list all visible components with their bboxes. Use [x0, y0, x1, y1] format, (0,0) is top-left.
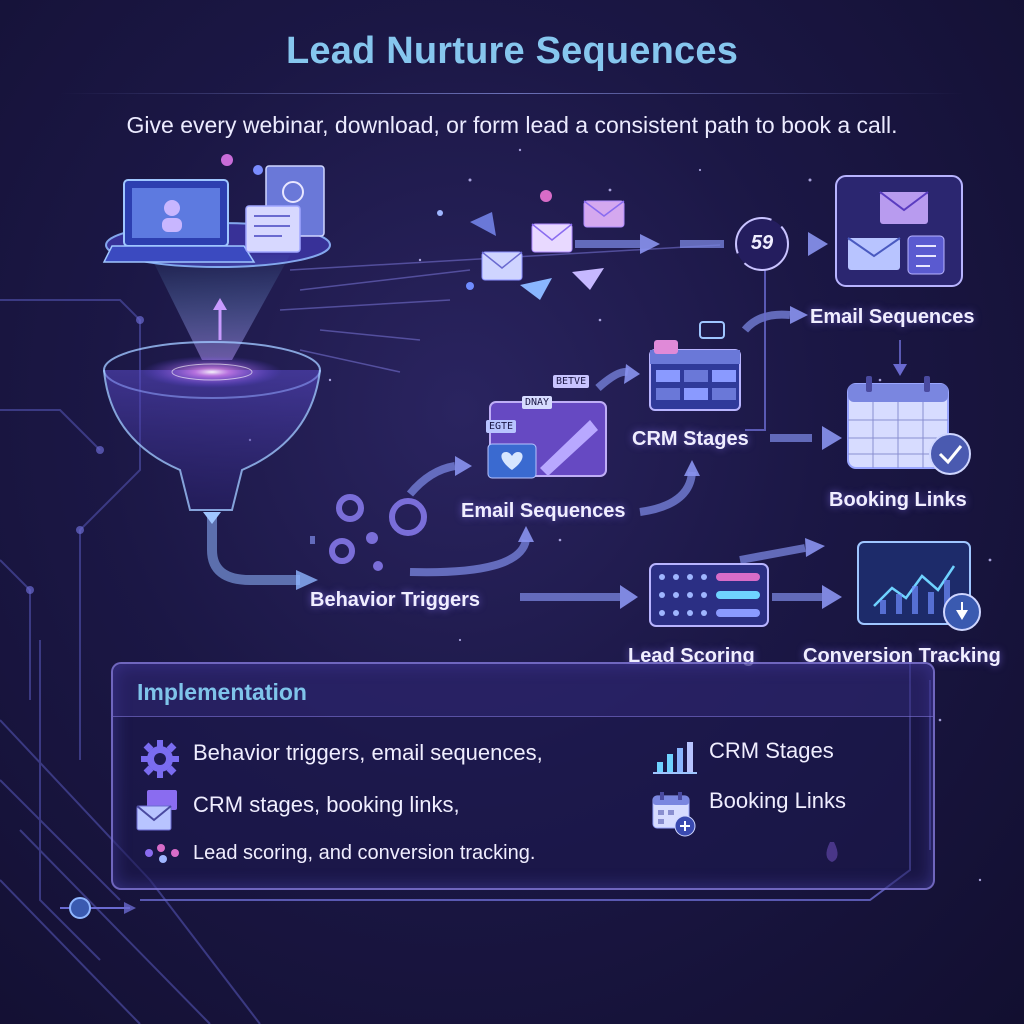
count-badge: 59: [750, 232, 774, 254]
label-email-sequences-mid: Email Sequences: [461, 500, 626, 522]
implementation-panel: Implementation Behavior triggers, email …: [111, 662, 935, 890]
tag-egte: EGTE: [486, 420, 517, 433]
impl-item-crm-stages: CRM Stages: [709, 738, 834, 763]
gear-icon: [141, 740, 179, 778]
label-conversion-tracking: Conversion Tracking: [803, 645, 1001, 667]
envelope-icon: [136, 790, 177, 831]
page-title: Lead Nurture Sequences: [285, 30, 739, 72]
title-divider: [60, 93, 964, 94]
label-crm-stages: CRM Stages: [632, 428, 749, 450]
impl-item-3: Lead scoring, and conversion tracking.: [193, 842, 536, 864]
page-subtitle: Give every webinar, download, or form le…: [126, 112, 898, 138]
funnel-illustration: [102, 154, 331, 590]
impl-item-booking-links: Booking Links: [709, 788, 846, 813]
implementation-title: Implementation: [137, 679, 307, 705]
bar-chart-icon: [653, 742, 697, 774]
impl-item-2: CRM stages, booking links,: [193, 792, 460, 817]
label-email-sequences-top: Email Sequences: [810, 306, 975, 328]
label-behavior-triggers: Behavior Triggers: [310, 589, 481, 611]
label-booking-links: Booking Links: [829, 489, 967, 511]
label-lead-scoring: Lead Scoring: [628, 645, 755, 667]
tag-dnay: DNAY: [522, 396, 553, 409]
scoring-dots-icon: [145, 844, 179, 863]
tag-betve: BETVE: [553, 375, 590, 388]
implementation-header: Implementation: [113, 664, 933, 717]
calendar-icon: [652, 792, 696, 837]
impl-item-1: Behavior triggers, email sequences,: [193, 740, 543, 765]
